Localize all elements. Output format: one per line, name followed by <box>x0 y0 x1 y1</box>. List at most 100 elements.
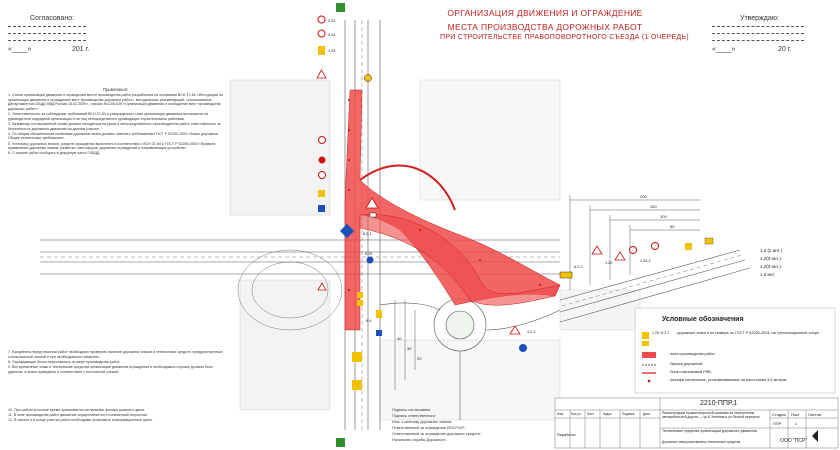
sign-code: 1.20 <box>605 261 612 265</box>
signature-line: Подпись ответственного: <box>392 414 437 418</box>
direction-chevron-sign-icon <box>704 237 714 245</box>
right-signature-line-1 <box>712 26 804 27</box>
signature-line: Ответственный за ограждение ИОО/ТАР: <box>392 426 465 430</box>
speed-limit-sign-icon <box>317 29 326 38</box>
legend-text: - зона производства работ; <box>668 352 716 356</box>
org-name: ООО "ПСР" <box>780 438 808 444</box>
title-block <box>554 397 839 449</box>
section-title: Технические средства организации дорожно… <box>662 429 758 433</box>
left-loop <box>237 249 343 331</box>
terrain-hatching <box>229 79 641 421</box>
dim-150: 150 <box>650 204 657 209</box>
road-works-sign-icon <box>317 282 327 291</box>
sign-green-board <box>336 438 345 447</box>
left-approval-label: Согласовано: <box>30 15 75 22</box>
notes-block-3: 10. При работе в ночное время применяютс… <box>8 408 233 424</box>
note-6: 6. О начале работ сообщить в дежурную ча… <box>8 151 101 156</box>
right-signature-line-3 <box>712 40 804 41</box>
legend-code: 1.25 / 8.2.1 <box>652 331 669 335</box>
give-way-sign-icon <box>509 325 521 335</box>
legend-signal-dot <box>647 379 651 383</box>
info-sign-icon <box>318 205 325 212</box>
legend-text: - барьер дорожный; <box>668 362 703 366</box>
hazard-sign-icon <box>364 74 372 82</box>
sheet-value: 1 <box>795 421 798 426</box>
note-4: 4. По общим обязательным свойствам дорож… <box>8 131 219 141</box>
no-entry-sign-icon <box>318 156 326 164</box>
sign-group-middle <box>317 197 527 447</box>
legend-row-block: - блок пластиковый FBB; <box>662 370 712 375</box>
dim-20: 20 <box>417 356 422 361</box>
note-1: 1. Схема организации движения и огражден… <box>8 93 223 111</box>
note-12: 12. В начале и в конце участка работ нео… <box>8 418 154 423</box>
left-signature-line-2 <box>8 33 86 34</box>
legend-row-barrier: - барьер дорожный; <box>662 362 703 367</box>
notes-block: Примечания: 1. Схема организации движени… <box>8 87 223 156</box>
col-date: Дата <box>643 412 651 416</box>
road-works-sign-icon <box>591 245 603 255</box>
dim-100: 100 <box>660 214 667 219</box>
speed-limit-sign-icon <box>317 15 326 24</box>
sign-green-board <box>336 3 345 12</box>
legend-sign-icon <box>642 332 649 339</box>
sign-code: 1.34.2 <box>640 259 651 263</box>
left-date-prefix: «____» <box>8 46 32 53</box>
dim-200: 200 <box>640 194 647 199</box>
sign-code: 3.20 <box>328 19 335 23</box>
legend-row-lights: - фонари сигнальные, устанавливаемые на … <box>662 378 787 383</box>
note-3: 3. Экземпляр согласованной схемы должен … <box>8 121 221 131</box>
developer-label: Разработал <box>557 433 576 437</box>
sign-code: 3.24 <box>328 33 335 37</box>
sign-code: 5.15 <box>365 252 372 256</box>
signature-line: Ответственный за ограждение дорожных сре… <box>392 432 481 436</box>
road-works-sign-icon <box>614 251 626 261</box>
dim-40: 40 <box>397 336 402 341</box>
note-8: 8. Ограждающие блоки переставлять по мер… <box>8 359 121 364</box>
dimension-labels: 200 150 100 50 40 30 20 <box>397 194 675 361</box>
legend-row-zone: - зона производства работ; <box>662 352 716 357</box>
lane-label-3: 1,2(3 инт.) <box>760 264 781 269</box>
sign-code: 4.2.2 <box>527 330 535 334</box>
direction-chevron-sign-icon <box>559 271 573 279</box>
sign-group-right <box>559 237 714 279</box>
sign-code: 8.2.2 <box>574 265 582 269</box>
dim-30: 30 <box>407 346 412 351</box>
priority-road-sign-icon <box>339 223 355 239</box>
distance-plate <box>369 212 377 218</box>
lane-labels: 1,2 (2 инт.) 1,2(3 инт.) 1,2(3 инт.) 1,2… <box>760 248 783 277</box>
warning-sign-icon <box>685 243 692 250</box>
warning-sign-icon <box>357 292 363 298</box>
lane-label-1: 1,2 (2 инт.) <box>760 248 783 253</box>
sign-code: 6.4 <box>366 319 371 323</box>
signature-line: Подпись согласовано: <box>392 408 432 412</box>
legend-frame <box>634 307 836 394</box>
stage-label: Стадия <box>772 412 786 417</box>
title-line-3: ПРИ СТРОИТЕЛЬСТВЕ ПРАВОПОВОРОТНОГО СЪЕЗД… <box>440 34 689 41</box>
col-list: Лист <box>587 412 594 416</box>
legend-row-signs: 1.25 / 8.2.1 - дорожные знаки и их номер… <box>652 331 819 336</box>
title-line-2: МЕСТА ПРОИЗВОДСТВА ДОРОЖНЫХ РАБОТ <box>447 22 643 32</box>
work-zone <box>344 89 561 331</box>
detour-sign-icon <box>352 352 362 362</box>
col-sign: Подпись <box>622 412 635 416</box>
warning-sign-icon <box>357 300 363 306</box>
notes-block-2: 7. Ежедневно перед началом работ необход… <box>8 350 228 375</box>
note-7: 7. Ежедневно перед началом работ необход… <box>8 350 223 359</box>
signature-line: Начальник службы Дорожного: <box>392 438 447 442</box>
roundabout <box>379 298 561 420</box>
sheet-title: Дорожные знаки расставлены технические с… <box>662 440 741 444</box>
no-overtaking-sign-icon <box>651 242 659 250</box>
col-izm: Изм. <box>557 412 564 416</box>
sign-code: 8.2.1 <box>363 232 371 236</box>
warning-sign-icon <box>318 46 325 55</box>
stage-value: ППР <box>773 421 782 426</box>
sign-code: 1.25 <box>328 49 335 53</box>
lane-label-2: 1,2(3 инт.) <box>760 256 781 261</box>
legend-plate-icon <box>642 341 649 346</box>
legend-work-zone-swatch <box>642 352 656 358</box>
road-works-sign-icon <box>365 197 379 209</box>
note-10: 10. При работе в ночное время применяютс… <box>8 408 146 412</box>
warning-sign-icon <box>352 380 362 390</box>
signature-block: Подпись согласовано: Подпись ответственн… <box>392 408 552 444</box>
